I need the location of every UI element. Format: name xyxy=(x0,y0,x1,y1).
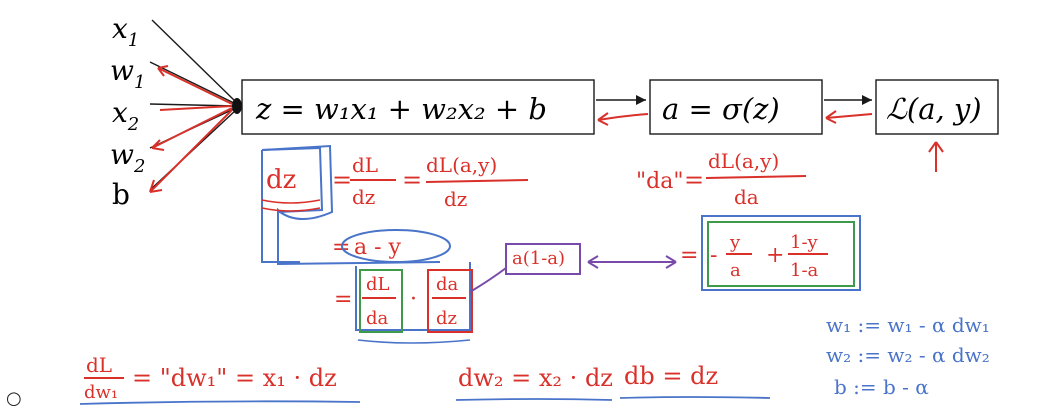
da-num-4: da xyxy=(436,274,459,295)
dLay-num-2: dL(a,y) xyxy=(708,149,779,173)
input-gradient-arrows xyxy=(149,65,233,193)
inputs: x1 w1 x2 w2 b xyxy=(110,12,145,211)
one-minus-y: 1-y xyxy=(790,232,819,253)
a-minus-y-oval xyxy=(341,229,451,263)
a-box xyxy=(649,79,823,135)
dz-lhs: dz xyxy=(266,165,296,195)
eq-1: = xyxy=(332,166,352,194)
eq-6: = xyxy=(334,287,352,312)
update-w2: w₂ := w₂ - α dw₂ xyxy=(826,343,990,367)
input-x2: x2 xyxy=(112,96,139,135)
update-w1: w₁ := w₁ - α dw₁ xyxy=(826,313,990,337)
dz-den-2: dz xyxy=(444,187,467,211)
input-w2: w2 xyxy=(110,138,145,177)
back-arrow-a-z xyxy=(597,113,649,121)
da-quote: "da" xyxy=(636,169,683,194)
da-result-green-box xyxy=(707,221,855,287)
blue-bracket xyxy=(261,144,441,266)
input-lines xyxy=(149,19,237,191)
da-dz-red-box xyxy=(427,269,473,333)
loss-start-arrow xyxy=(928,141,944,172)
a-one-minus-a: a(1-a) xyxy=(512,248,565,269)
z-box-text: z = w₁x₁ + w₂x₂ + b xyxy=(255,92,547,126)
back-arrow-loss-a xyxy=(825,113,873,119)
bullet-marker: ○ xyxy=(6,388,22,406)
dL-num: dL xyxy=(352,153,378,177)
da-den-3: da xyxy=(366,308,389,329)
da-den: da xyxy=(734,185,759,209)
neuron-node xyxy=(232,98,242,114)
dw1-expression: = "dw₁" = x₁ · dz xyxy=(132,364,337,392)
eq-2: = xyxy=(402,166,422,194)
a-den: a xyxy=(730,260,741,281)
dL-num-3: dL xyxy=(366,274,390,295)
loss-box xyxy=(875,79,999,135)
neg-sign: - xyxy=(710,243,717,268)
red-derivation: dz = dL dz = dL(a,y) dz "da" = dL(a,y) d… xyxy=(84,149,819,403)
y-num: y xyxy=(729,232,741,253)
dL-dw1-den: dw₁ xyxy=(84,382,118,403)
da-result-blue-box xyxy=(701,215,861,291)
dL-da-green-box xyxy=(359,269,403,333)
input-x1: x1 xyxy=(112,12,139,51)
one-minus-a: 1-a xyxy=(790,260,819,281)
chain-box-blue xyxy=(355,262,471,331)
input-w1: w1 xyxy=(110,54,145,93)
dz-den-4: dz xyxy=(436,308,457,329)
dw2-expression: dw₂ = x₂ · dz xyxy=(458,364,613,392)
a-minus-y: a - y xyxy=(354,235,402,260)
a-box-text: a = σ(z) xyxy=(662,92,780,126)
update-b: b := b - α xyxy=(834,375,929,399)
dz-den: dz xyxy=(352,185,375,209)
update-rules: w₁ := w₁ - α dw₁ w₂ := w₂ - α dw₂ b := b… xyxy=(826,313,990,399)
a-one-minus-a-box xyxy=(505,243,581,275)
eq-5: = xyxy=(680,243,698,268)
loss-box-text: ℒ(a, y) xyxy=(886,92,982,126)
dLay-num: dL(a,y) xyxy=(426,153,497,177)
db-expression: db = dz xyxy=(624,362,718,390)
bottom-underlines xyxy=(79,396,771,405)
dot-1: · xyxy=(410,287,417,312)
z-box xyxy=(241,79,595,135)
eq-3: = xyxy=(684,166,704,194)
dL-dw1-num: dL xyxy=(86,353,112,377)
fraction-bars xyxy=(84,175,828,379)
input-b: b xyxy=(112,178,130,211)
plus-sign: + xyxy=(766,243,784,268)
